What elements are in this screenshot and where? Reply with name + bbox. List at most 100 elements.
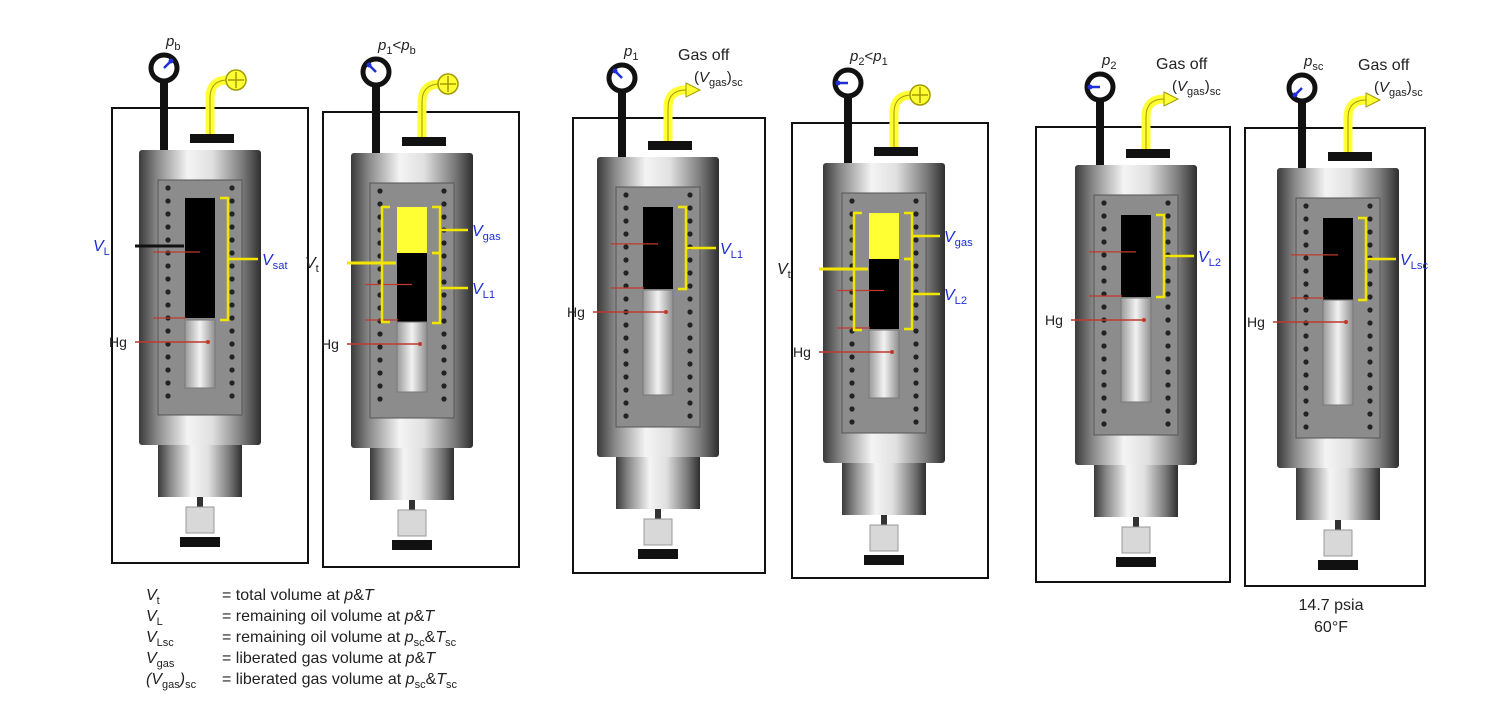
bolt-hole [623,244,629,250]
bolt-hole [165,224,171,230]
hg-label: Hg [321,336,339,352]
gauge-stem [1298,93,1306,168]
bolt-hole [441,383,447,389]
bolt-hole [913,237,919,243]
cylinder-neck [370,448,454,500]
bolt-hole [687,270,693,276]
bolt-hole [1303,216,1309,222]
volume-bracket [678,205,716,291]
piston-block [643,518,673,546]
bolt-hole [1101,408,1107,414]
hg-label: Hg [109,334,127,350]
cylinder-neck [1094,465,1178,517]
bolt-hole [1101,200,1107,206]
bolt-hole [1165,226,1171,232]
bolt-hole [165,354,171,360]
standard-conditions: 14.7 psia 60°F [1276,595,1386,639]
bolt-hole [849,393,855,399]
piston-block [869,524,899,552]
bolt-hole [913,406,919,412]
bolt-hole [165,393,171,399]
bolt-hole [623,322,629,328]
bolt-hole [1165,343,1171,349]
bolt-hole [623,335,629,341]
bolt-hole [377,188,383,194]
piston-rod [197,497,203,509]
bolt-hole [1303,242,1309,248]
bolt-hole [1303,346,1309,352]
bolt-hole [1303,203,1309,209]
valve-base [1328,152,1372,161]
bolt-hole [1101,369,1107,375]
pressure-label: psc [1303,53,1324,73]
bolt-hole [687,218,693,224]
bolt-hole [623,387,629,393]
bolt-hole [1165,213,1171,219]
gauge-needle-tip [835,80,841,86]
hg-pointer-dot [418,342,422,346]
bolt-hole [1165,408,1171,414]
gas-off-label: Gas off [1156,56,1208,73]
bolt-hole [1101,239,1107,245]
bolt-hole [1165,382,1171,388]
bolt-hole [1303,359,1309,365]
mercury-column [642,289,674,396]
gauge-needle-tip [1292,92,1298,98]
bolt-hole [229,198,235,204]
bolt-hole [1165,317,1171,323]
legend-description: = liberated gas volume at p&T [222,650,436,667]
piston-handle [1318,560,1358,570]
bolt-hole [1367,268,1373,274]
gas-outlet-pipe [1343,95,1367,152]
hg-pointer-dot [890,350,894,354]
bolt-hole [913,380,919,386]
bolt-hole [229,237,235,243]
bolt-hole [441,188,447,194]
gas-volume-label: Vgas [944,229,973,249]
legend-symbol: (Vgas)sc [146,671,197,692]
piston-handle [864,555,904,565]
bolt-hole [229,224,235,230]
bolt-hole [849,406,855,412]
bracket-volume-label: VL2 [1198,249,1221,269]
oil-phase [1323,218,1353,300]
bolt-hole [229,211,235,217]
piston-block [397,509,427,537]
volume-bracket [220,196,258,322]
bolt-hole [913,354,919,360]
legend-symbol: Vgas [146,650,175,671]
bolt-hole [623,361,629,367]
bolt-hole [1303,307,1309,313]
bolt-hole [1101,356,1107,362]
bolt-hole [913,211,919,217]
valve-base [648,141,692,150]
mercury-column [1120,297,1152,403]
bolt-hole [1303,255,1309,261]
hg-label: Hg [1045,312,1063,328]
bolt-hole [1101,382,1107,388]
oil-volume-label: VL1 [472,281,495,301]
bolt-hole [623,348,629,354]
bolt-hole [1101,278,1107,284]
mercury-column [1322,299,1354,406]
hg-pointer-dot [664,310,668,314]
bolt-hole [623,413,629,419]
bolt-hole [165,237,171,243]
bolt-hole [1367,372,1373,378]
pressure-label: pb [165,33,180,53]
bolt-hole [229,328,235,334]
legend-symbol: VL [146,608,163,629]
valve-base [874,147,918,156]
bolt-hole [441,279,447,285]
bolt-hole [1101,226,1107,232]
bolt-hole [229,341,235,347]
piston-rod [655,509,661,521]
bolt-hole [1367,203,1373,209]
bolt-hole [1101,343,1107,349]
oil-phase [1121,215,1151,297]
piston-block [1121,526,1151,554]
bolt-hole [229,263,235,269]
